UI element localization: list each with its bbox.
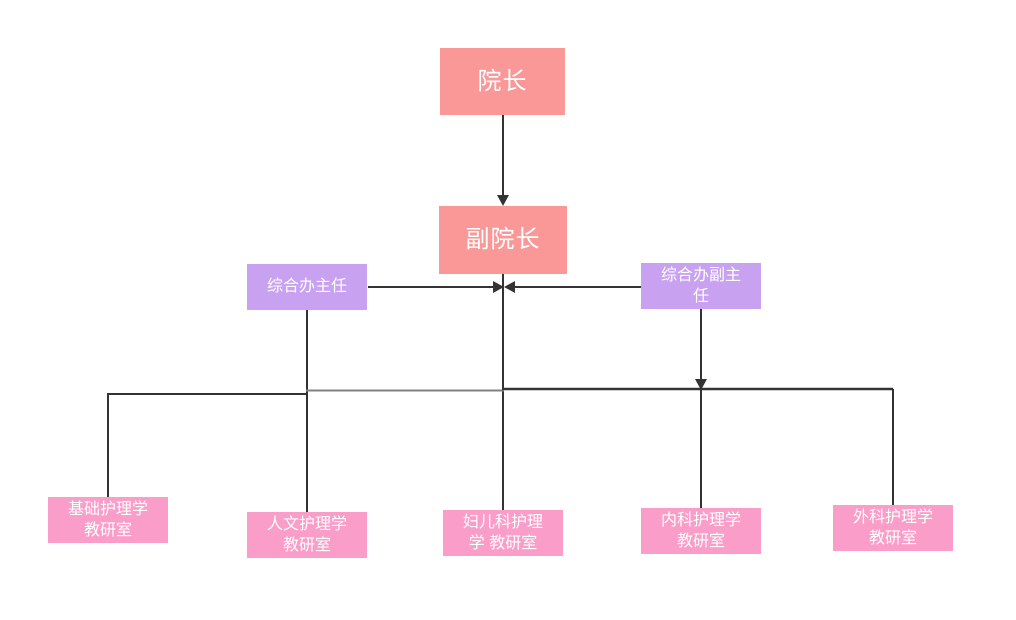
node-dept-basic-nursing[interactable]: 基础护理学 教研室	[48, 497, 168, 543]
node-office-deputy-director[interactable]: 综合办副主 任	[641, 263, 761, 309]
node-dept-internal-medicine-nursing[interactable]: 内科护理学 教研室	[641, 508, 761, 554]
arrowhead-down-vicedean	[497, 195, 509, 206]
arrowhead-left-junction	[504, 281, 515, 293]
node-dept-humanistic-nursing[interactable]: 人文护理学 教研室	[247, 512, 367, 558]
node-vice-dean[interactable]: 副院长	[439, 206, 567, 274]
node-office-director[interactable]: 综合办主任	[247, 264, 367, 310]
arrowhead-right-junction	[493, 281, 504, 293]
node-dept-surgical-nursing[interactable]: 外科护理学 教研室	[833, 505, 953, 551]
arrowhead-down-bus	[695, 379, 707, 390]
node-dean[interactable]: 院长	[440, 48, 565, 115]
node-dept-maternal-child-nursing[interactable]: 妇儿科护理 学 教研室	[443, 510, 563, 556]
